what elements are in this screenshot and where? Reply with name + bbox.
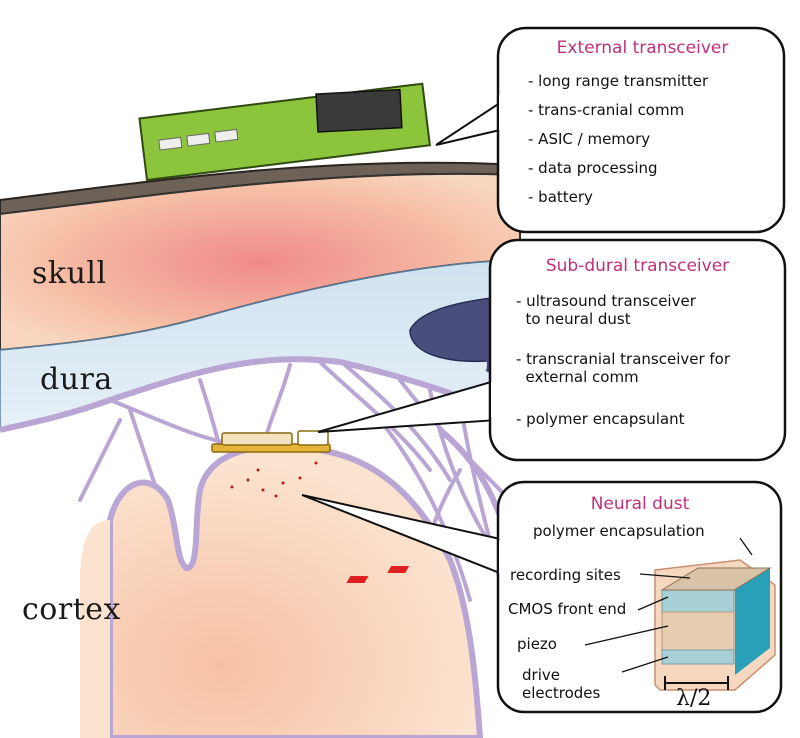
arachnoid-membrane (0, 356, 522, 433)
label-dura: dura (40, 362, 113, 397)
external-item-3: - ASIC / memory (528, 130, 651, 148)
subdural-item-3: - polymer encapsulant (516, 410, 685, 428)
pcb-component-2 (186, 132, 211, 147)
external-item-2: - trans-cranial comm (528, 101, 685, 119)
label-polymer-encapsulation: polymer encapsulation (533, 522, 705, 540)
subdural-item-1: - ultrasound transceiver to neural dust (516, 292, 696, 328)
external-transceiver-title: External transceiver (556, 38, 729, 58)
callout-box-external (496, 26, 786, 234)
external-chip (315, 88, 403, 133)
label-skull: skull (32, 256, 107, 291)
external-item-4: - data processing (528, 159, 658, 177)
callout-box-subdural (488, 238, 787, 462)
dust-top-face (660, 567, 772, 591)
dust-piezo-layer (661, 611, 735, 651)
cortex-sulcus (80, 520, 110, 738)
pcb-component-1 (158, 136, 183, 151)
label-drive-electrodes: drive electrodes (522, 666, 601, 702)
label-lambda-half: λ/2 (676, 686, 712, 711)
recording-site-1 (346, 576, 369, 583)
recording-site-2 (387, 566, 410, 573)
neural-dust-device (346, 559, 776, 691)
subdural-item-2: - transcranial transceiver for external … (516, 350, 731, 386)
external-item-5: - battery (528, 188, 593, 206)
label-recording-sites: recording sites (510, 566, 621, 584)
dust-electrode-layer (661, 649, 735, 665)
label-cmos-front-end: CMOS front end (508, 600, 627, 618)
neural-dust-title: Neural dust (590, 494, 690, 514)
subdural-transceiver-title: Sub-dural transceiver (545, 256, 730, 276)
dust-cmos-layer (661, 589, 735, 613)
label-piezo: piezo (517, 635, 557, 653)
subdural-device-chip-2 (297, 430, 329, 446)
subdural-device-chip-1 (221, 432, 293, 446)
label-cortex: cortex (22, 592, 121, 627)
neural-dust-particles (230, 461, 318, 498)
leader-lines (584, 537, 753, 673)
pcb-component-3 (214, 128, 239, 143)
dust-side-face (735, 568, 770, 675)
dimension-bar (664, 676, 729, 690)
external-item-1: - long range transmitter (528, 72, 709, 90)
